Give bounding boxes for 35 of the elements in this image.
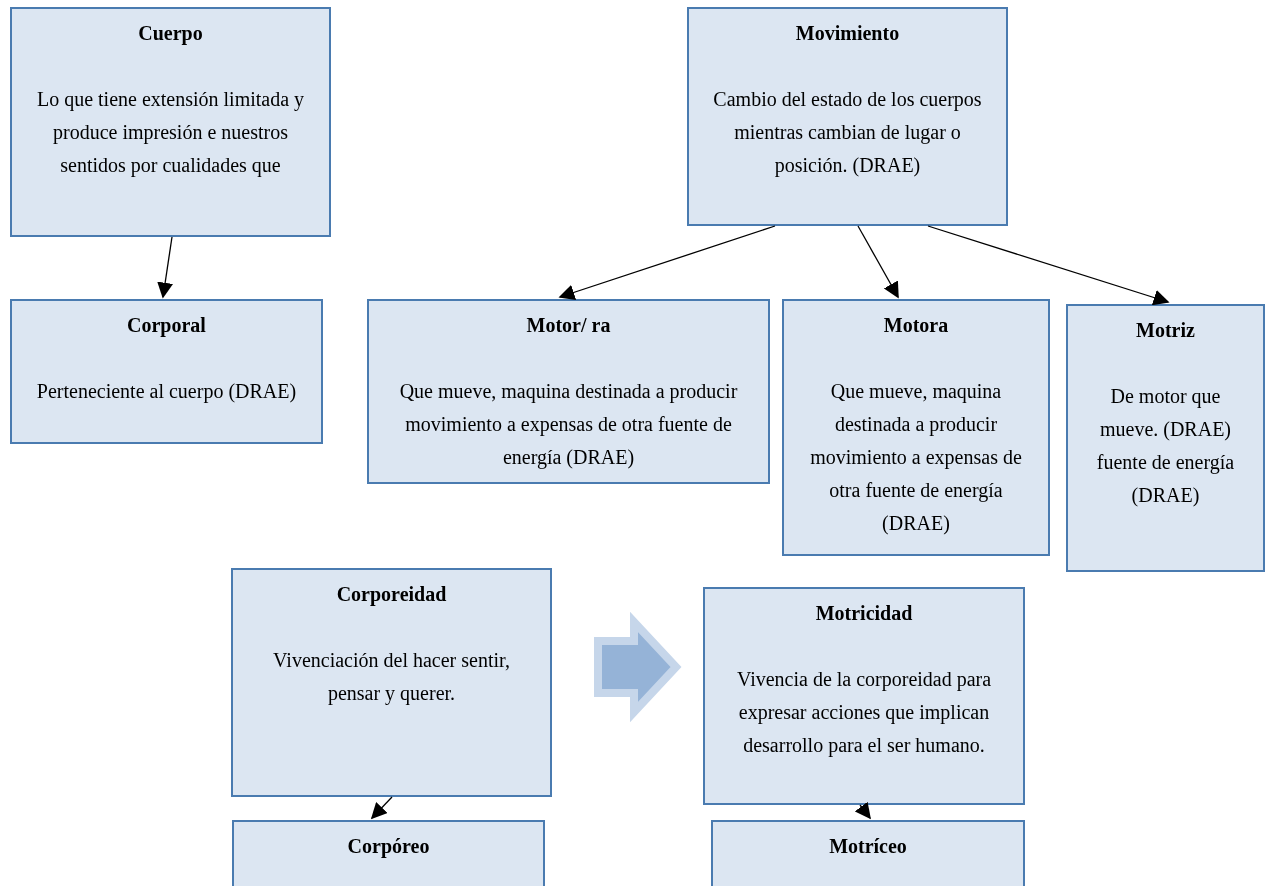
definition-box	[687, 7, 1008, 226]
definition-box	[703, 587, 1025, 805]
definition-box	[782, 299, 1050, 556]
arrow	[854, 801, 871, 820]
arrow	[157, 236, 174, 299]
box-heading: Motriz	[1135, 318, 1196, 343]
definition-box	[10, 7, 331, 237]
box-heading: Motora	[882, 313, 950, 338]
block-arrow	[594, 611, 682, 723]
definition-box	[711, 820, 1025, 886]
box-heading: Corporal	[126, 313, 207, 339]
box-heading: Motríceo	[828, 834, 908, 859]
definition-text: Que mueve, maquina destinada a producir movimiento a expensas de otra fuente de energía (DRAE)	[398, 379, 739, 471]
arrow	[558, 225, 776, 301]
definition-text: Lo que tiene extensión limitada y produce impresión e nuestros sentidos por cualidades que	[35, 87, 306, 179]
definition-text: De motor que mueve. (DRAE) fuente de energía (DRAE)	[1096, 384, 1235, 509]
box-heading: Movimiento	[794, 21, 901, 46]
box-heading: Motor/ ra	[525, 313, 612, 338]
arrow	[370, 796, 393, 820]
definition-box	[1066, 304, 1265, 572]
definition-box	[231, 568, 552, 797]
definition-text: Que mueve, maquina destinada a producir movimiento a expensas de otra fuente de energía (DRAE)	[809, 379, 1023, 537]
definition-box	[232, 820, 545, 886]
definition-text: Perteneciente al cuerpo (DRAE)	[35, 379, 298, 405]
definition-box	[367, 299, 770, 484]
definition-box	[10, 299, 323, 444]
box-heading: Corpóreo	[346, 834, 431, 860]
box-heading: Motricidad	[814, 601, 914, 626]
definition-text: Vivenciación del hacer sentir, pensar y querer.	[272, 648, 511, 707]
box-heading: Cuerpo	[137, 21, 204, 47]
definition-text: Vivencia de la corporeidad para expresar acciones que implican desarrollo para el ser humano.	[735, 667, 993, 759]
box-heading: Corporeidad	[335, 582, 448, 608]
arrow	[927, 225, 1170, 306]
definition-text: Cambio del estado de los cuerpos mientras cambian de lugar o posición. (DRAE)	[712, 87, 983, 179]
arrow	[857, 225, 899, 299]
